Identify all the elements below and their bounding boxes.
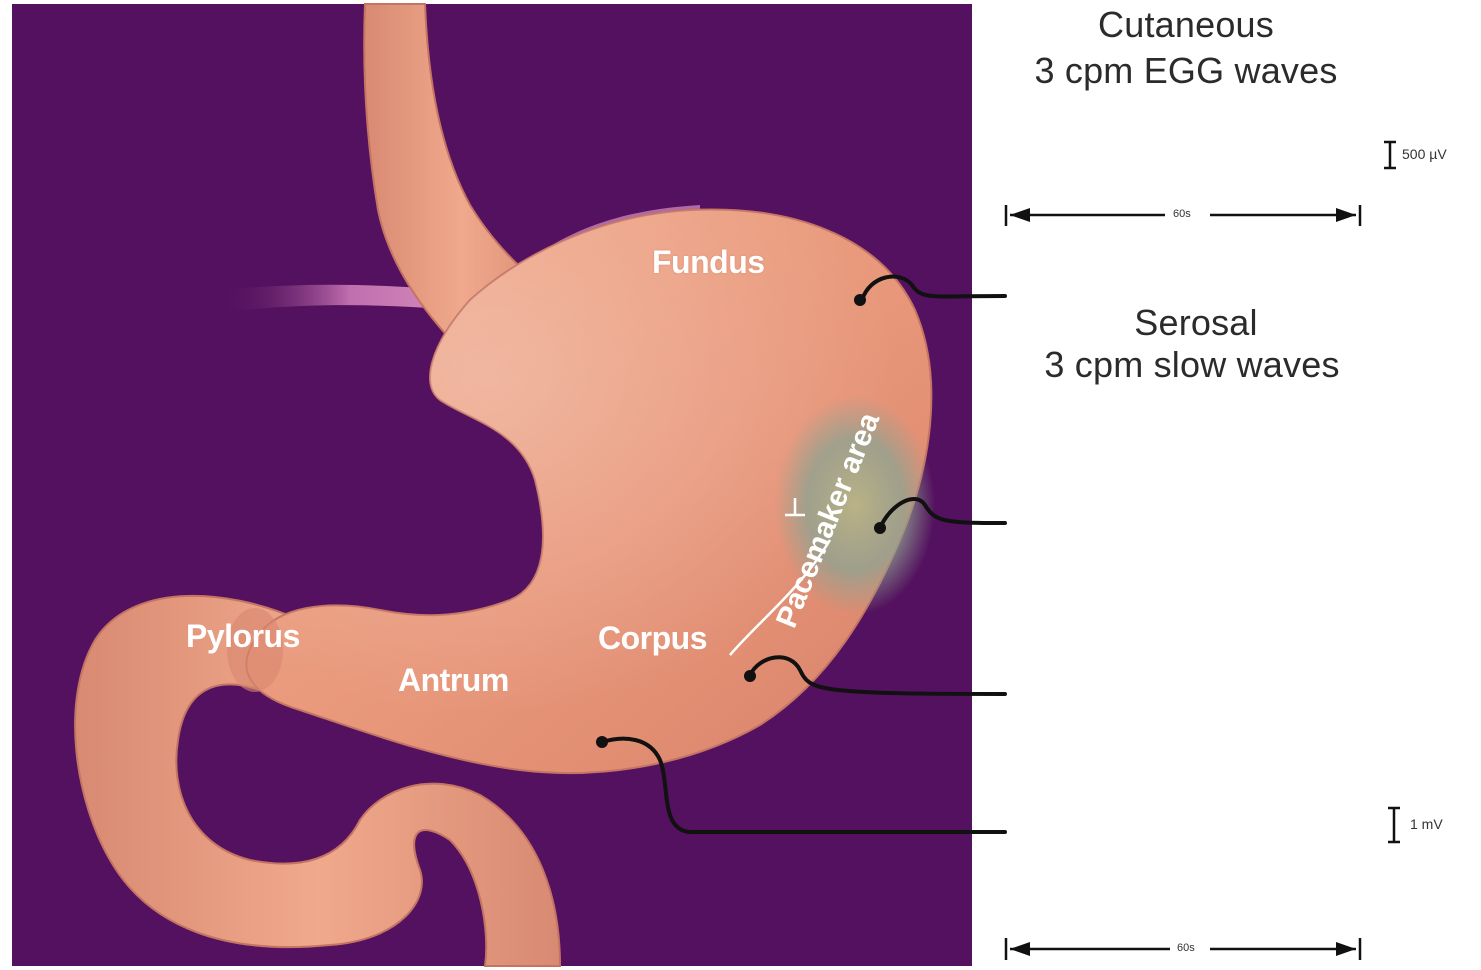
electrode-4 <box>596 736 608 748</box>
corpus-label: Corpus <box>598 620 707 657</box>
cutaneous-subtitle: 3 cpm EGG waves <box>1034 50 1337 92</box>
cutaneous-title: Cutaneous <box>1098 4 1274 46</box>
top-amplitude-label: 500 µV <box>1402 146 1447 162</box>
electrode-2 <box>874 522 886 534</box>
electrode-1 <box>854 294 866 306</box>
antrum-label: Antrum <box>398 662 509 699</box>
top-time-label: 60s <box>1170 208 1194 220</box>
bottom-time-label: 60s <box>1174 942 1198 954</box>
serosal-title: Serosal <box>1134 302 1257 344</box>
bottom-amplitude-bar <box>1388 808 1400 842</box>
top-scale <box>1006 142 1396 226</box>
bottom-amplitude-label: 1 mV <box>1410 816 1443 832</box>
fundus-label: Fundus <box>652 244 765 281</box>
pylorus-label: Pylorus <box>186 618 300 655</box>
bottom-scale <box>1006 808 1400 960</box>
serosal-subtitle: 3 cpm slow waves <box>1044 344 1339 386</box>
electrode-3 <box>744 670 756 682</box>
top-amplitude-bar <box>1384 142 1396 168</box>
